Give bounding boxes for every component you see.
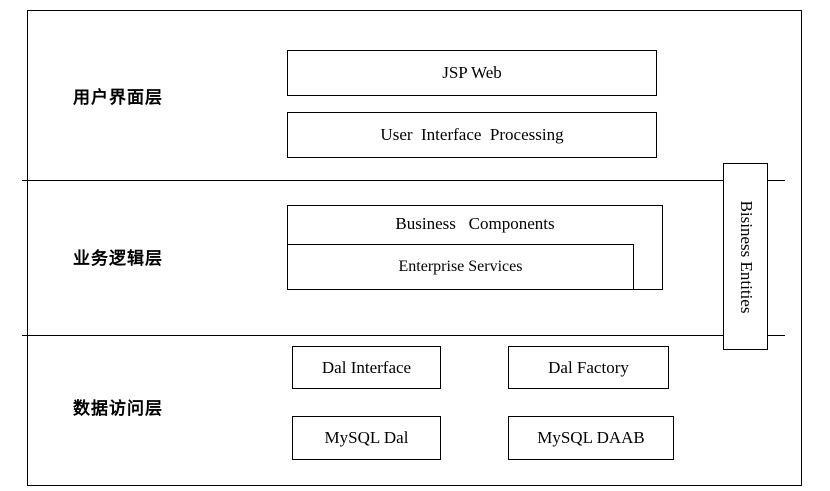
enterprise-services-box: Enterprise Services (287, 244, 634, 290)
jsp-web-box: JSP Web (287, 50, 657, 96)
ui-layer-label: 用户界面层 (73, 88, 163, 108)
business-components-label: Business Components (395, 214, 555, 233)
dal-interface-box: Dal Interface (292, 346, 441, 389)
data-access-layer-label: 数据访问层 (73, 399, 163, 419)
layer-divider-top (22, 180, 785, 181)
business-layer-label: 业务逻辑层 (73, 249, 163, 269)
business-entities-box: Bisiness Entities (723, 163, 768, 350)
mysql-dal-box: MySQL Dal (292, 416, 441, 460)
ui-processing-box: User Interface Processing (287, 112, 657, 158)
business-entities-label: Bisiness Entities (736, 200, 756, 313)
dal-factory-box: Dal Factory (508, 346, 669, 389)
mysql-daab-box: MySQL DAAB (508, 416, 674, 460)
diagram-frame (27, 10, 802, 486)
layer-divider-bottom (22, 335, 785, 336)
